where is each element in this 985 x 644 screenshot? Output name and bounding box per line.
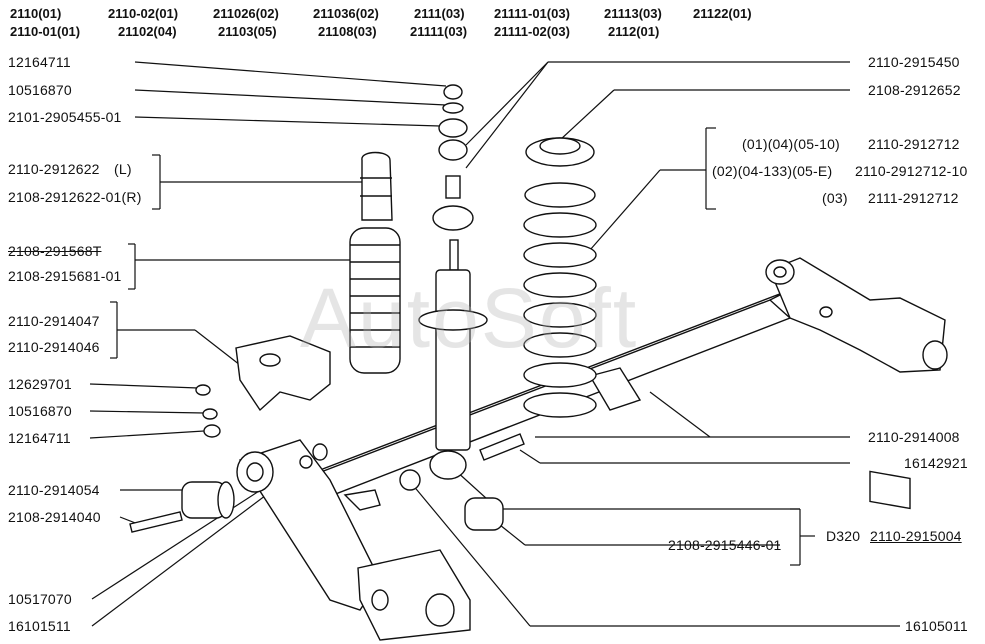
bump-stop <box>361 151 393 221</box>
header-model: 21102(04) <box>118 24 177 39</box>
leader-line <box>559 89 615 141</box>
spring-codes: (02)(04-133)(05-E) <box>712 163 833 179</box>
shock-rod <box>449 239 459 271</box>
leader-line <box>134 61 447 87</box>
body-bracket <box>235 335 331 412</box>
header-model: 21113(03) <box>604 6 662 21</box>
spring-codes: (01)(04)(05-10) <box>742 136 840 152</box>
part-label: 16105011 <box>905 618 968 634</box>
part-label: 2108-2912652 <box>868 82 961 98</box>
part-label: 2110-2912712-10 <box>855 163 968 179</box>
part-label: 2110-2914047 <box>8 313 100 329</box>
coil-spring <box>523 182 597 418</box>
part-label: 2111-2912712 <box>868 190 959 206</box>
part-label: 2108-2915681-01 <box>8 268 122 284</box>
part-label: 10516870 <box>8 82 72 98</box>
washer-small <box>195 384 211 396</box>
bolt <box>479 433 525 461</box>
silent-block-rear <box>464 497 504 531</box>
cushion <box>438 139 468 161</box>
washer-small <box>202 408 218 420</box>
header-model: 21111-01(03) <box>494 6 570 21</box>
part-label: 2108-2915446-01 <box>668 537 782 553</box>
header-model: 21111-02(03) <box>494 24 570 39</box>
nut <box>443 84 463 100</box>
leader-line <box>89 410 205 414</box>
leader-line <box>134 116 441 127</box>
part-label: 12164711 <box>8 430 71 446</box>
washer <box>442 102 464 114</box>
cushion <box>438 118 468 138</box>
part-label: 2108-291568T <box>8 243 102 259</box>
part-label-prefix: D320 <box>826 528 861 544</box>
washer-small <box>299 455 313 469</box>
header-model: 2111(03) <box>414 6 465 21</box>
part-label: 12629701 <box>8 376 72 392</box>
shock-absorber <box>435 269 471 451</box>
header-model: 2110-01(01) <box>10 24 81 39</box>
bolt-long <box>129 511 183 533</box>
protective-boot <box>349 227 401 374</box>
part-label: 10517070 <box>8 591 72 607</box>
header-model: 21108(03) <box>318 24 377 39</box>
header-model: 2112(01) <box>608 24 660 39</box>
part-label: 2108-2914040 <box>8 509 101 525</box>
leader-line <box>89 383 199 389</box>
part-label: 2110-2915004 <box>870 528 962 544</box>
part-label: 16142921 <box>904 455 968 471</box>
spacer <box>445 175 461 199</box>
part-label: 2101-2905455-01 <box>8 109 122 125</box>
trailing-arm-right <box>769 257 946 373</box>
leader-line <box>465 61 549 169</box>
bushing <box>399 469 421 491</box>
header-model: 21122(01) <box>693 6 752 21</box>
leader-line <box>589 169 661 251</box>
header-model: 211036(02) <box>313 6 379 21</box>
leader-line <box>134 89 447 106</box>
header-model: 21103(05) <box>218 24 277 39</box>
part-label: 2110-2914008 <box>868 429 960 445</box>
part-label: 12164711 <box>8 54 71 70</box>
header-model: 21111(03) <box>410 24 468 39</box>
nut-small <box>312 443 328 461</box>
part-label: 2108-2912622-01(R) <box>8 189 142 205</box>
spring-codes: (03) <box>822 190 848 206</box>
part-label: 2110-2914046 <box>8 339 100 355</box>
leader-line <box>194 329 241 366</box>
part-label: 2110-2914054 <box>8 482 100 498</box>
nut-small <box>203 424 221 438</box>
header-model: 2110(01) <box>10 6 62 21</box>
leader-line <box>465 61 549 146</box>
part-label: 2110-2912622 <box>8 161 100 177</box>
header-model: 2110-02(01) <box>108 6 179 21</box>
part-label: 2110-2912712 <box>868 136 960 152</box>
leader-line <box>89 430 205 439</box>
support-cup <box>432 205 474 231</box>
header-model: 211026(02) <box>213 6 279 21</box>
part-label: 2110-2915450 <box>868 54 960 70</box>
part-label: 10516870 <box>8 403 72 419</box>
part-label: 16101511 <box>8 618 71 634</box>
part-label-side: (L) <box>114 161 132 177</box>
